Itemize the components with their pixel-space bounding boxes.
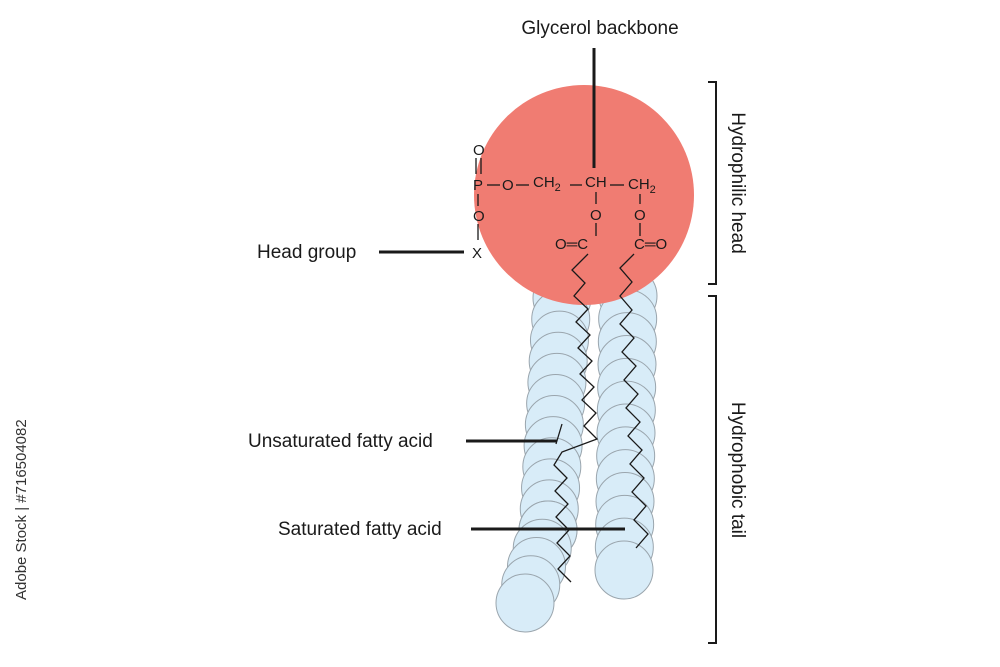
oxygen-ester2: O bbox=[634, 207, 646, 224]
tail-bead bbox=[594, 540, 654, 600]
head-group-x: X bbox=[472, 245, 482, 262]
hydrophilic-head-circle bbox=[474, 85, 694, 305]
oxygen-ester1: O bbox=[590, 207, 602, 224]
ch2-right: CH2 bbox=[628, 176, 656, 196]
hydrophilic-head-label: Hydrophilic head bbox=[727, 112, 748, 254]
carbonyl-ester1: O═C bbox=[555, 236, 588, 253]
ch-center: CH bbox=[585, 174, 607, 191]
glycerol-structure: O P O CH2 CH CH2 O X O O═C O C═O bbox=[472, 142, 667, 262]
carbonyl-ester2: C═O bbox=[634, 236, 667, 253]
hydrophilic-bracket bbox=[708, 81, 717, 285]
ch2-left: CH2 bbox=[533, 174, 561, 194]
saturated-fatty-acid-label: Saturated fatty acid bbox=[278, 519, 442, 540]
hydrophobic-bracket bbox=[708, 295, 717, 644]
unsaturated-fatty-acid-label: Unsaturated fatty acid bbox=[248, 431, 433, 452]
left-tail bbox=[495, 268, 592, 633]
oxygen-top: O bbox=[473, 142, 485, 159]
stock-watermark: Adobe Stock | #716504082 bbox=[13, 419, 30, 600]
head-group-label: Head group bbox=[257, 242, 356, 263]
oxygen-left: O bbox=[473, 208, 485, 225]
oxygen-link: O bbox=[502, 177, 514, 194]
phosphorus: P bbox=[473, 177, 483, 194]
glycerol-backbone-label: Glycerol backbone bbox=[521, 18, 678, 39]
right-tail bbox=[594, 266, 658, 600]
tail-bead bbox=[495, 573, 555, 633]
hydrophobic-tail-label: Hydrophobic tail bbox=[727, 402, 748, 538]
saturated-chain bbox=[619, 253, 649, 549]
